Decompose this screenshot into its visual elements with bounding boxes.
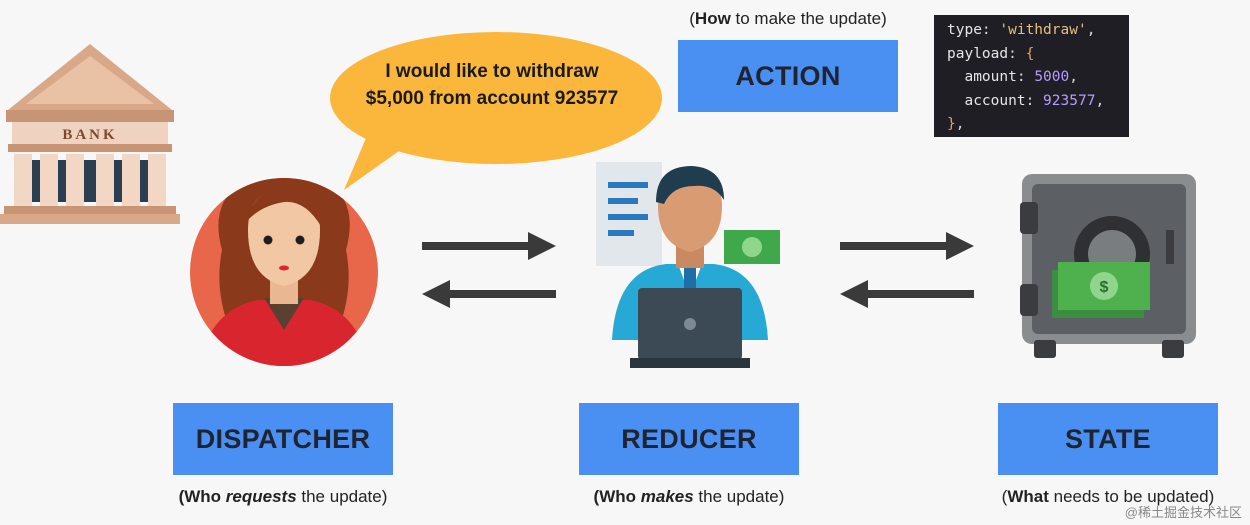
safe-icon: $ xyxy=(1020,174,1196,358)
speech-bubble xyxy=(330,32,662,190)
arrow-right-icon xyxy=(422,232,556,260)
dispatcher-caption: (Who requests the update) xyxy=(178,487,388,506)
reducer-label: REDUCER xyxy=(579,403,799,475)
arrow-left-icon xyxy=(840,280,974,308)
bank-sign: BANK xyxy=(62,127,117,143)
arrow-left-icon xyxy=(422,280,556,308)
state-caption: (What needs to be updated) xyxy=(1001,487,1215,506)
state-label: STATE xyxy=(998,403,1218,475)
watermark: @稀土掘金技术社区 xyxy=(1124,505,1242,520)
code-block: type: 'withdraw', payload: { amount: 500… xyxy=(934,15,1129,137)
bank-icon: BANK xyxy=(0,44,180,224)
reducer-caption: (Who makes the update) xyxy=(593,487,785,506)
reducer-avatar xyxy=(596,162,780,368)
dispatcher-label: DISPATCHER xyxy=(173,403,393,475)
speech-bubble-text: I would like to withdraw $5,000 from acc… xyxy=(365,61,619,109)
dispatcher-avatar xyxy=(190,178,378,366)
arrow-right-icon xyxy=(840,232,974,260)
svg-text:$: $ xyxy=(1100,279,1109,296)
action-label: ACTION xyxy=(678,40,898,112)
action-caption: (How to make the update) xyxy=(689,9,887,28)
